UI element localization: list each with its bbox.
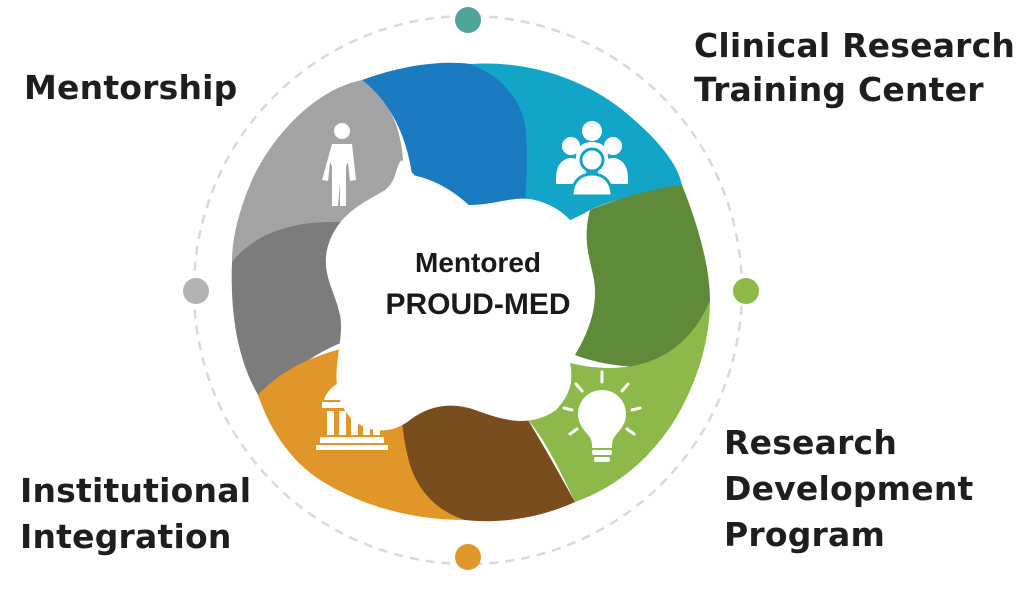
label-institutional-line1: Institutional [20,471,252,510]
lightbulb-icon [562,370,642,462]
center-clover [325,160,588,431]
label-clinical-line1: Clinical Research [694,26,1016,65]
person-icon [322,123,356,206]
segment-institutional-outer [258,337,465,520]
label-clinical-research-training-center: Clinical Research Training Center [694,24,1015,112]
label-mentorship: Mentorship [24,68,238,108]
label-clinical-line2: Training Center [694,70,984,109]
label-institutional-integration: Institutional Integration [20,468,251,560]
label-research-line2: Development [724,469,974,508]
label-mentorship-line1: Mentorship [24,68,238,107]
people-group-icon [556,121,628,198]
label-institutional-line2: Integration [20,517,232,556]
segment-research-outer [575,185,710,367]
center-title-line2: PROUD-MED [385,288,571,321]
ring-dot-top [455,7,481,33]
ring-dot-left [183,278,209,304]
label-research-line1: Research [724,423,898,462]
institution-building-icon [316,380,388,450]
label-research-line3: Program [724,515,886,554]
center-title-line1: Mentored [415,247,541,278]
label-research-development-program: Research Development Program [724,420,974,558]
ring-dot-right [733,278,759,304]
ring-dot-bottom [455,544,481,570]
segment-clinical-outer [362,62,533,230]
